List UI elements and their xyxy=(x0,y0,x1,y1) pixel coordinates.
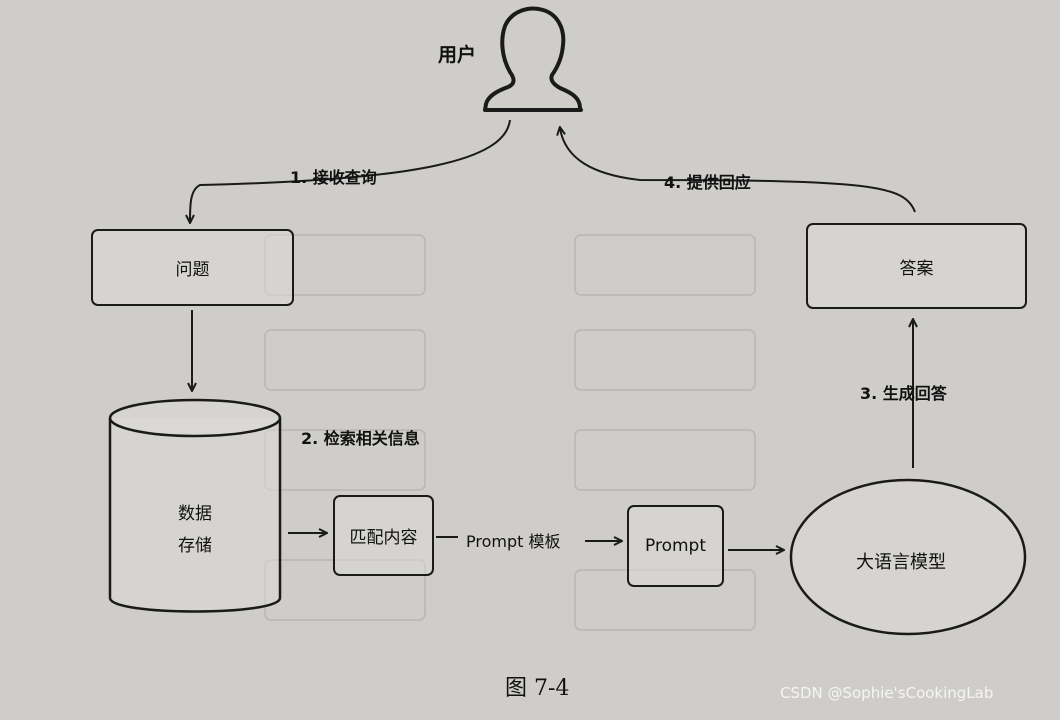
answer-label: 答案 xyxy=(899,258,934,279)
prompt-box: Prompt xyxy=(627,505,724,587)
question-box: 问题 xyxy=(91,229,294,306)
watermark: CSDN @Sophie'sCookingLab xyxy=(780,684,994,702)
edge-label-receive-query: 1. 接收查询 xyxy=(290,168,377,187)
llm-label: 大语言模型 xyxy=(856,552,946,573)
datastore-label-line1: 数据 xyxy=(178,504,212,524)
datastore-cylinder xyxy=(108,398,282,613)
arrow-answer-to-user xyxy=(560,128,916,213)
arrow-user-to-question xyxy=(190,119,511,222)
user-label: 用户 xyxy=(438,44,477,66)
edge-label-retrieve: 2. 检索相关信息 xyxy=(301,429,420,448)
match-box: 匹配内容 xyxy=(333,495,434,576)
datastore-label-line2: 存储 xyxy=(178,536,212,556)
figure-caption: 图 7-4 xyxy=(505,676,570,701)
user-icon xyxy=(483,6,583,112)
edge-label-generate: 3. 生成回答 xyxy=(860,384,947,403)
prompt-label: Prompt xyxy=(645,536,706,556)
datastore-label: 数据 存储 xyxy=(178,498,212,562)
edge-label-respond: 4. 提供回应 xyxy=(664,173,751,192)
llm-ellipse xyxy=(789,478,1027,636)
edge-label-prompt-template: Prompt 模板 xyxy=(466,532,561,551)
question-label: 问题 xyxy=(175,260,210,280)
answer-box: 答案 xyxy=(806,223,1027,309)
connectors xyxy=(190,119,916,550)
match-label: 匹配内容 xyxy=(349,528,418,548)
